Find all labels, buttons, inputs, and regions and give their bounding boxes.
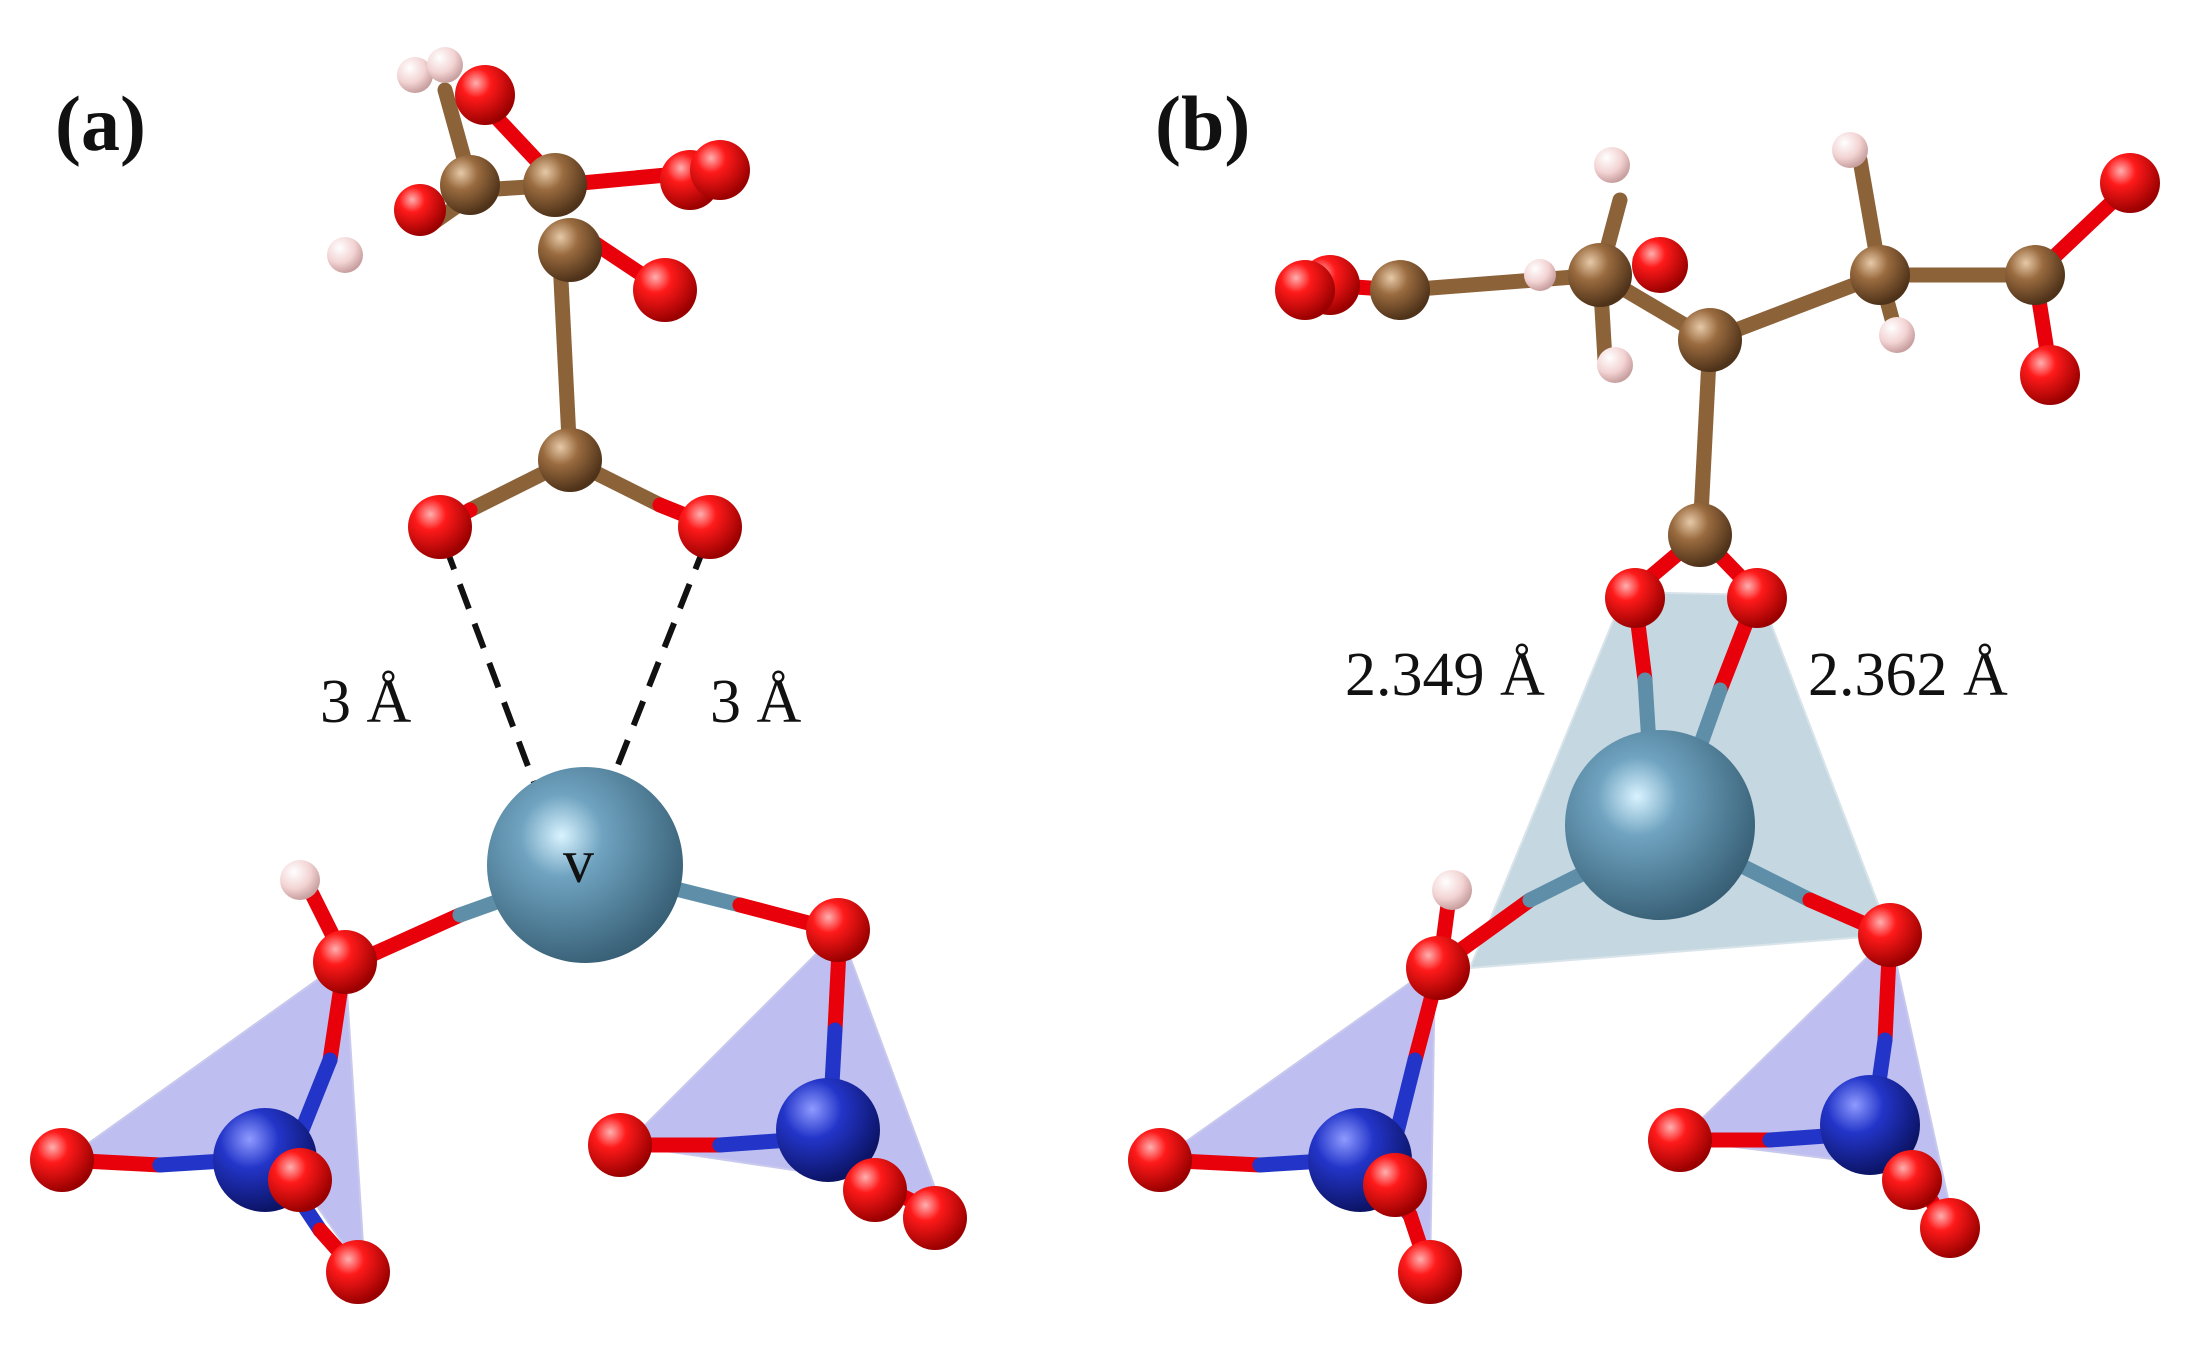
vanadium-atom (487, 767, 683, 963)
oxygen-atom (313, 930, 377, 994)
hydrogen-atom (1832, 132, 1868, 168)
hydrogen-atom (1597, 347, 1633, 383)
oxygen-atom (455, 65, 515, 125)
oxygen-atom (408, 495, 472, 559)
oxygen-atom (1727, 568, 1787, 628)
oxygen-atom (2020, 345, 2080, 405)
distance-label-right: 2.362 Å (1808, 641, 2008, 709)
oxygen-atom (1406, 936, 1470, 1000)
oxygen-atom (2100, 153, 2160, 213)
carbon-atom (523, 153, 587, 217)
carbon-atom (538, 428, 602, 492)
oxygen-atom (1128, 1128, 1192, 1192)
oxygen-atom (1882, 1150, 1942, 1210)
center-mark-label: v (563, 828, 594, 896)
oxygen-atom (1605, 568, 1665, 628)
oxygen-atom (843, 1158, 907, 1222)
phosphorus-atom (776, 1078, 880, 1182)
distance-label-right: 3 Å (710, 668, 802, 736)
distance-label-left: 2.349 Å (1345, 641, 1545, 709)
oxygen-atom (1398, 1240, 1462, 1304)
hydrogen-atom (280, 860, 320, 900)
oxygen-atom (588, 1113, 652, 1177)
distance-label-left: 3 Å (320, 668, 412, 736)
carbon-atom (1668, 503, 1732, 567)
oxygen-atom (1275, 260, 1335, 320)
hydrogen-atom (1594, 147, 1630, 183)
hydrogen-atom (397, 57, 433, 93)
oxygen-atom (690, 140, 750, 200)
oxygen-atom (326, 1240, 390, 1304)
oxygen-atom (903, 1186, 967, 1250)
carbon-atom (1678, 308, 1742, 372)
carbon-atom (1850, 245, 1910, 305)
vanadium-atom (1565, 730, 1755, 920)
hydrogen-atom (427, 47, 463, 83)
panel-a-label: (a) (55, 80, 146, 167)
hydrogen-atom (1879, 317, 1915, 353)
phosphorus-atom (1820, 1075, 1920, 1175)
hydrogen-atom (1432, 870, 1472, 910)
carbon-atom (440, 155, 500, 215)
carbon-atom (2005, 245, 2065, 305)
oxygen-atom (1648, 1108, 1712, 1172)
oxygen-atom (1858, 903, 1922, 967)
oxygen-atom (30, 1128, 94, 1192)
oxygen-atom (394, 184, 446, 236)
hydrogen-atom (327, 237, 363, 273)
panel-b: (b) (1128, 80, 2160, 1304)
hydrogen-atom (1524, 259, 1556, 291)
panel-a: (a) (30, 47, 967, 1304)
oxygen-atom (1632, 237, 1688, 293)
dashed-line-right (607, 543, 708, 787)
oxygen-atom (633, 258, 697, 322)
oxygen-atom (1363, 1153, 1427, 1217)
carbon-atom (1370, 260, 1430, 320)
oxygen-atom (1920, 1198, 1980, 1258)
oxygen-atom (678, 495, 742, 559)
oxygen-atom (806, 898, 870, 962)
carbon-atom (1568, 243, 1632, 307)
panel-b-label: (b) (1155, 80, 1250, 167)
oxygen-atom (268, 1148, 332, 1212)
carbon-atom (538, 218, 602, 282)
dashed-line-left (442, 543, 538, 787)
